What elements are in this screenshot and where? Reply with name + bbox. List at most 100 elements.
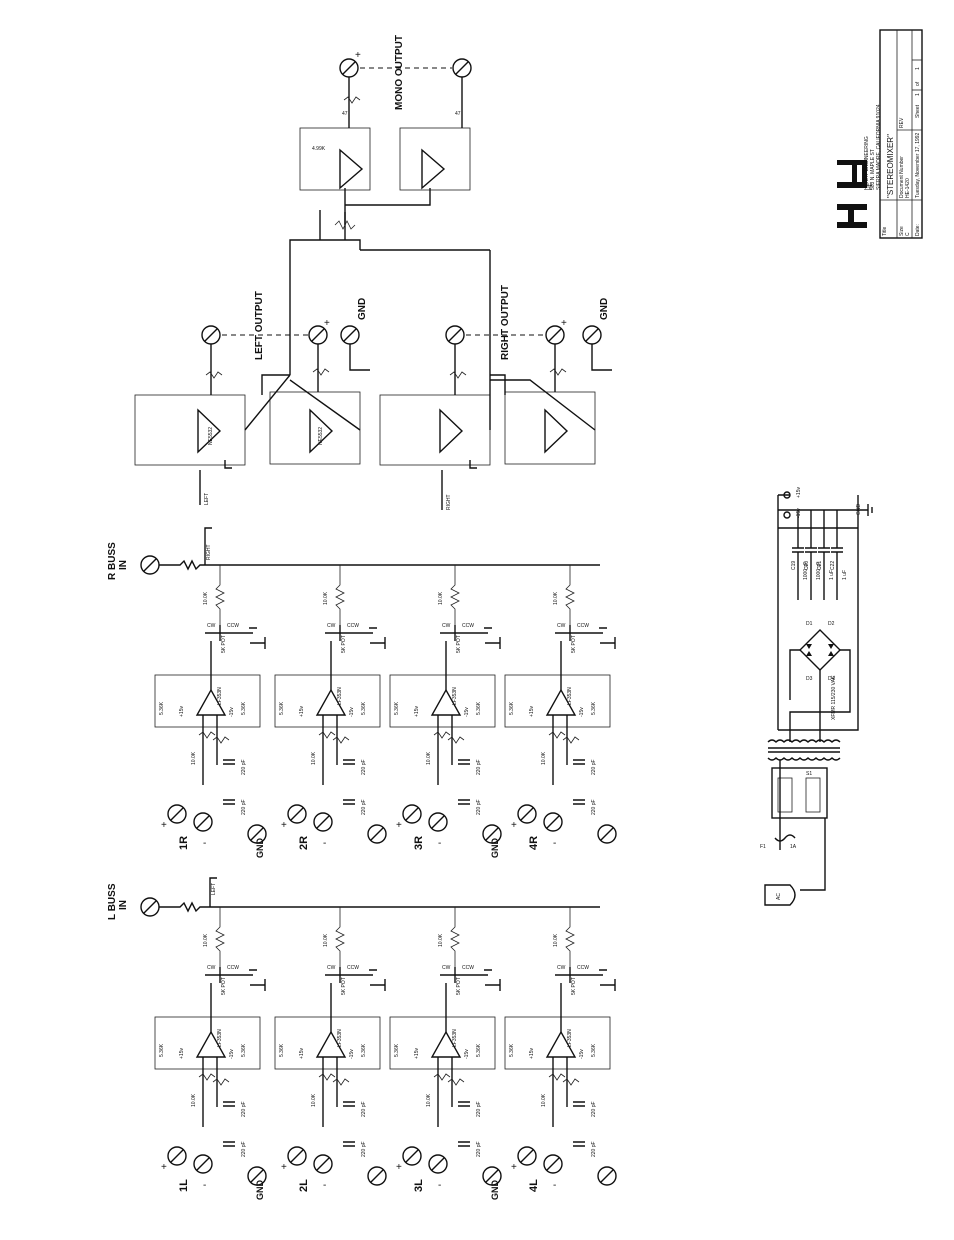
capacitor-icon — [458, 1101, 470, 1147]
title-label: Title — [882, 227, 888, 236]
mono-r-value: 4.99K — [312, 146, 326, 152]
pot-ccw-label: CCW — [462, 965, 474, 971]
transformer — [767, 700, 851, 761]
minus-input-jack — [428, 812, 448, 832]
bus-resistor-value: 10.0K — [553, 933, 559, 947]
left-op-type-b: NE5532 — [318, 427, 324, 445]
pot-icon — [205, 625, 235, 641]
plus-input-jack — [287, 804, 307, 824]
capacitor-icon — [573, 1101, 585, 1147]
feedback-r-value: 5.36K — [394, 701, 400, 715]
right-gnd-label: GND — [599, 298, 610, 320]
mono-out-r: 47 — [342, 111, 348, 117]
neg-supply: -15v — [579, 1049, 585, 1059]
l-buss-in-label: IN — [118, 900, 129, 910]
plus-input-jack — [517, 804, 537, 824]
fuse-label: F1 — [760, 844, 766, 850]
plus-sign: + — [396, 1162, 402, 1173]
opamp-icon — [195, 688, 227, 716]
right-output-stage: RIGHT OUTPUT GND + RIGHT — [379, 285, 612, 510]
cap-value: 220 pF — [361, 1101, 367, 1117]
neg-supply: -15v — [229, 707, 235, 717]
capacitor-icon — [458, 759, 470, 805]
cap-value: 220 pF — [591, 759, 597, 775]
mono-out-r-b: 47 — [455, 111, 461, 117]
doc-label: Document Number — [899, 156, 905, 198]
pot-cw-label: CW — [442, 623, 451, 629]
capacitor-icon — [223, 759, 235, 805]
feedback-r-value: 5.36K — [509, 1043, 515, 1057]
power-pos-label: +15v — [796, 487, 802, 498]
input-r-value: 10.0K — [191, 1093, 197, 1107]
plus-sign: + — [161, 1162, 167, 1173]
pot-value: 5K POT — [341, 977, 347, 995]
opamp-type: LF353N — [452, 687, 458, 705]
cap-value-2: 220 pF — [241, 1141, 247, 1157]
channel-label: 1R — [178, 836, 190, 850]
neg-supply: -15v — [229, 1049, 235, 1059]
cap-value: 220 pF — [476, 759, 482, 775]
pot-ccw-label: CCW — [347, 965, 359, 971]
plus-sign: + — [161, 820, 167, 831]
pot-icon — [555, 625, 585, 641]
gnd-jack — [482, 824, 502, 844]
right-output-label: RIGHT OUTPUT — [500, 285, 511, 360]
left-output-stage: LEFT OUTPUT GND + LEFT NE5532 NE5532 — [134, 291, 370, 505]
neg-supply: -15v — [464, 1049, 470, 1059]
feedback-r2-value: 5.36K — [241, 1043, 247, 1057]
cap-value-2: 220 pF — [361, 799, 367, 815]
channel-label: 3R — [413, 836, 425, 850]
minus-input-jack — [543, 812, 563, 832]
date-value: Tuesday, November 17, 1992 — [915, 132, 921, 198]
l-buss: L BUSS IN LEFT — [107, 877, 600, 920]
power-ground-icon — [858, 504, 873, 516]
psu-capacitor-icon — [805, 510, 817, 600]
capacitor-icon — [343, 759, 355, 805]
minus-input-jack — [193, 1154, 213, 1174]
input-r-value: 10.0K — [191, 751, 197, 765]
title-logo-text: HE — [868, 182, 874, 190]
company-logo — [837, 160, 867, 228]
ground-icon — [250, 637, 266, 649]
neg-supply: -15v — [464, 707, 470, 717]
opamp-icon — [430, 688, 462, 716]
opamp-icon — [545, 688, 577, 716]
neg-supply: -15v — [349, 1049, 355, 1059]
channel-label: 4R — [528, 836, 540, 850]
left-op-type: NE5532 — [208, 427, 214, 445]
gnd-jack — [247, 1166, 267, 1186]
pot-cw-label: CW — [442, 965, 451, 971]
cap-value: 220 pF — [361, 759, 367, 775]
feedback-r2-value: 5.36K — [241, 701, 247, 715]
pot-ccw-label: CCW — [462, 623, 474, 629]
sheet-label: Sheet — [915, 104, 921, 118]
opamp-icon — [545, 1030, 577, 1058]
l-buss-net: LEFT — [211, 883, 217, 895]
gnd-jack — [367, 824, 387, 844]
company-city: SIERRA MADRE, CALIFORNIA 91024 — [876, 104, 882, 190]
ac-label: AC — [776, 893, 782, 900]
psu-cap-label: C19 — [791, 561, 797, 570]
pot-icon — [205, 967, 235, 983]
psu-capacitor-icon — [831, 510, 843, 600]
pot-value: 5K POT — [571, 635, 577, 653]
doc-number: HE-1420 — [905, 178, 911, 198]
minus-sign: - — [323, 838, 326, 849]
minus-sign: - — [323, 1180, 326, 1191]
opamp-type: LF353N — [337, 1029, 343, 1047]
opamp-type: LF353N — [567, 1029, 573, 1047]
ground-icon — [600, 637, 616, 649]
size-value: C — [905, 232, 911, 236]
plus-input-jack — [517, 1146, 537, 1166]
psu-cap-label: C22 — [830, 561, 836, 570]
cap-value-2: 220 pF — [476, 1141, 482, 1157]
channel-label: 4L — [528, 1179, 540, 1192]
mono-opamp-a — [339, 148, 364, 190]
opamp-icon — [195, 1030, 227, 1058]
bus-resistor-value: 10.0K — [323, 933, 329, 947]
drawing-title: "STEREOMIXER" — [886, 134, 895, 198]
